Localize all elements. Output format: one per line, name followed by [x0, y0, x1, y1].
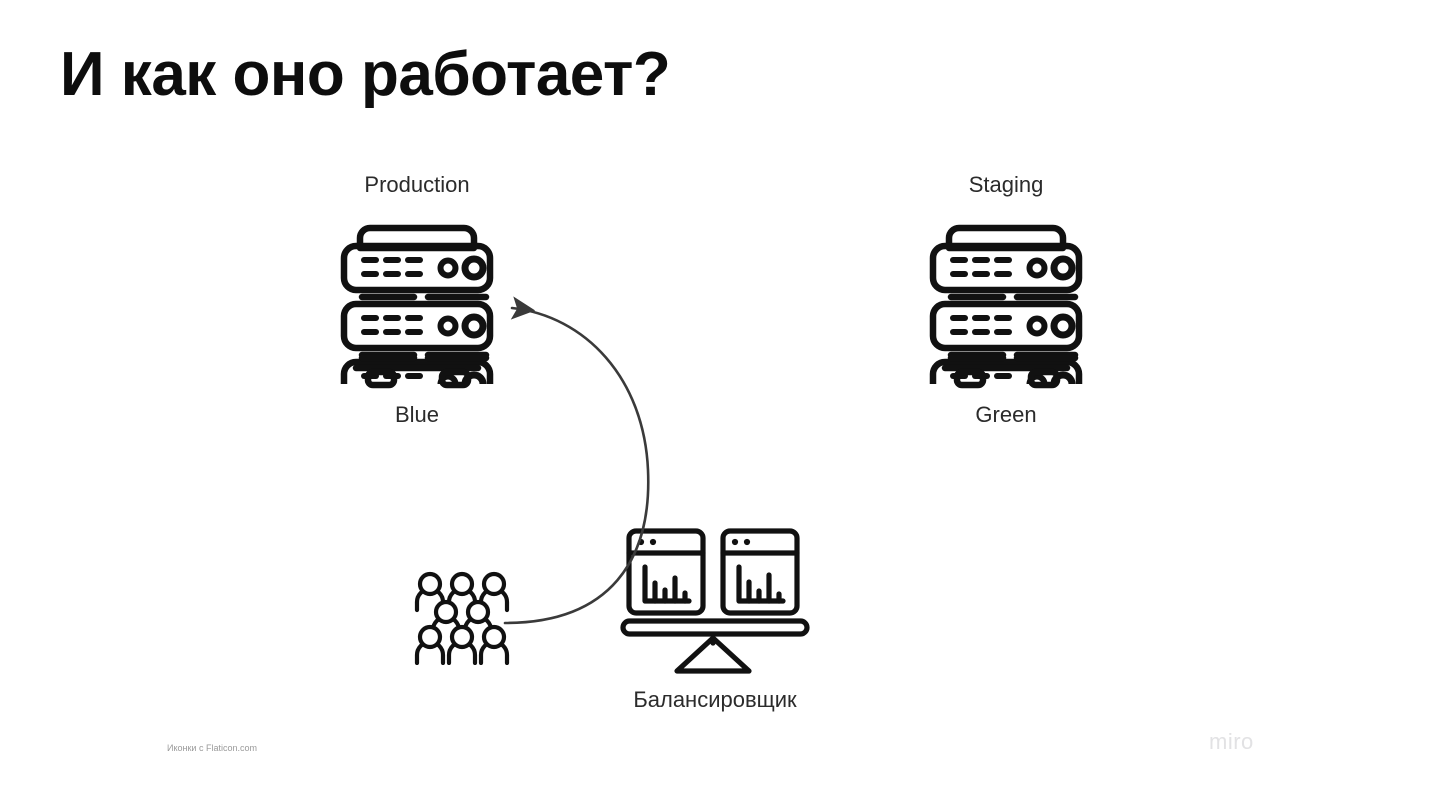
users-crowd-icon — [414, 571, 510, 666]
server-rack-icon — [340, 225, 494, 385]
node-balancer-label: Балансировщик — [633, 687, 797, 712]
node-production[interactable]: Production — [318, 172, 516, 429]
miro-watermark: miro — [1209, 729, 1254, 754]
attribution-text: Иконки с Flaticon.com — [167, 743, 257, 753]
load-balancer-scales-icon — [620, 528, 810, 674]
node-staging-label-bottom: Green — [975, 402, 1037, 428]
node-staging-label-top: Staging — [968, 172, 1044, 197]
page-title: И как оно работает? — [60, 40, 671, 109]
node-production-label-bottom: Blue — [394, 402, 440, 428]
node-balancer[interactable]: Балансировщик — [615, 525, 815, 713]
server-base-icon — [352, 355, 490, 389]
node-production-label-top: Production — [364, 172, 470, 197]
node-users[interactable] — [413, 570, 513, 670]
server-base-icon — [941, 355, 1079, 389]
node-staging[interactable]: Staging — [907, 172, 1105, 429]
